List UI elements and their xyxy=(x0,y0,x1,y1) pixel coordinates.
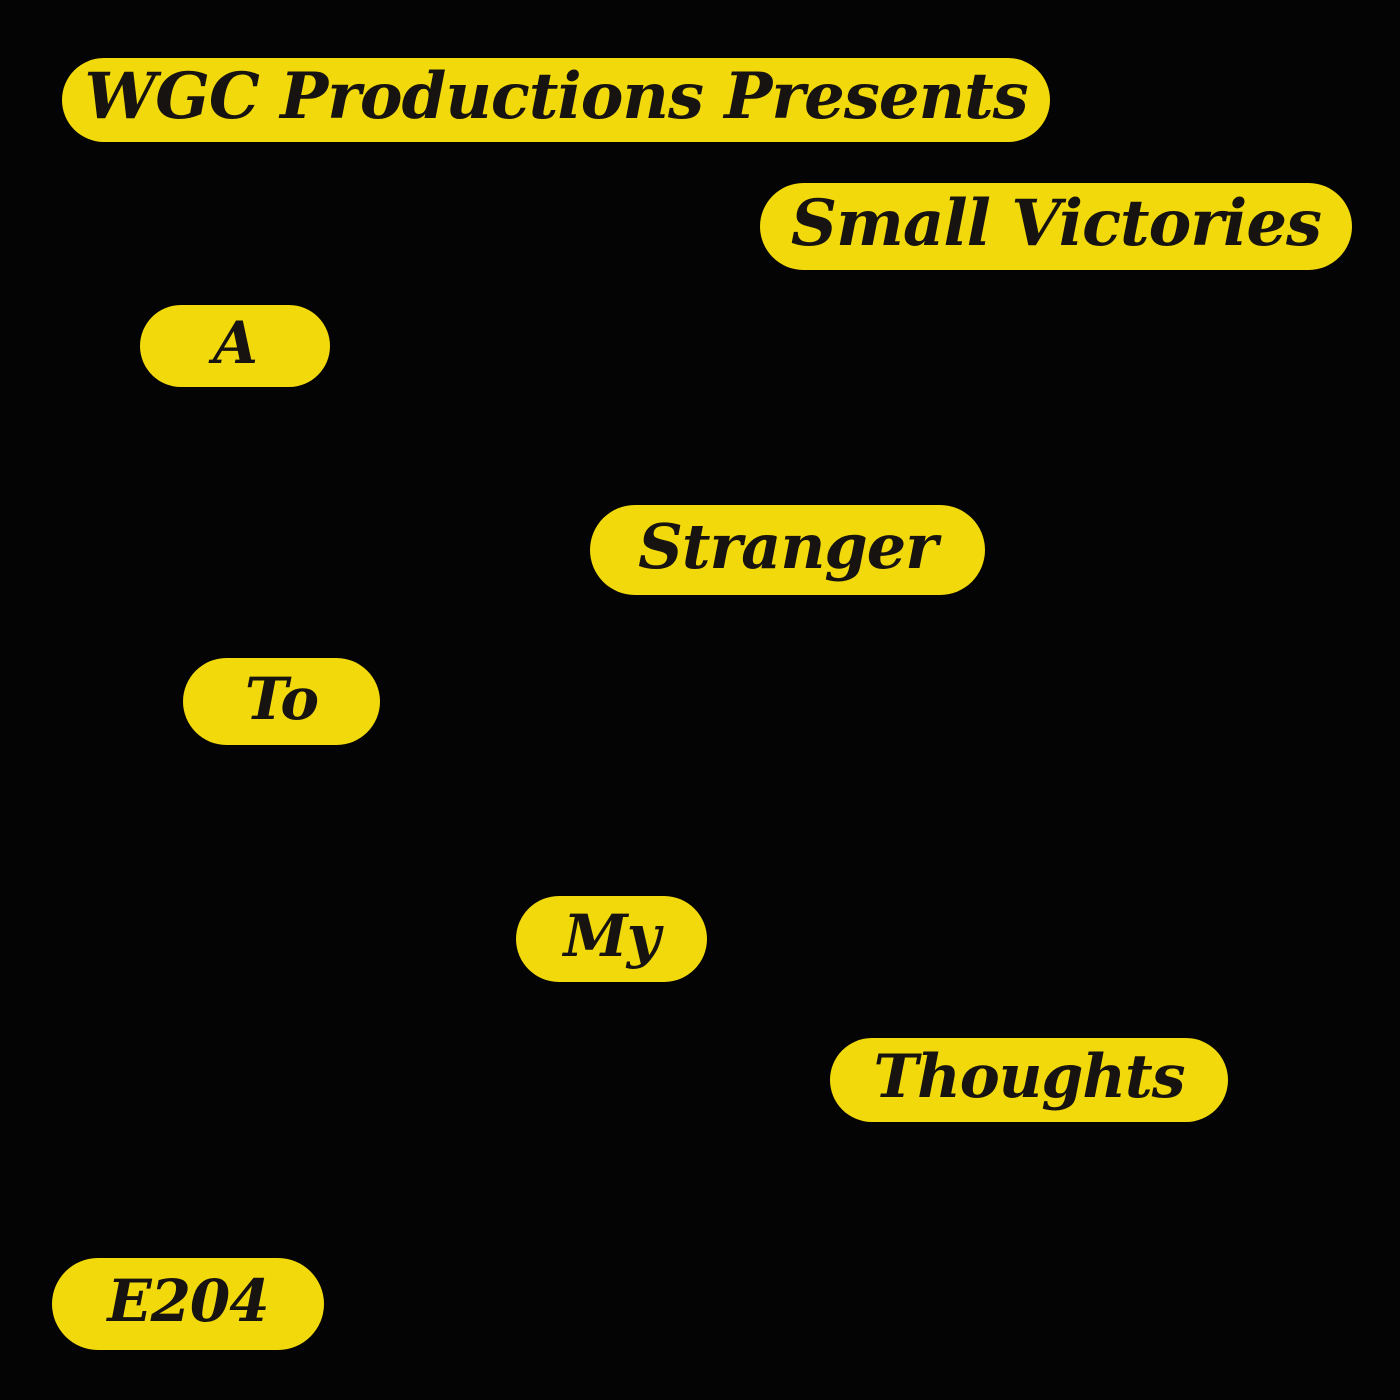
badge-production-presents: WGC Productions Presents xyxy=(62,58,1050,142)
badge-title-word-a: A xyxy=(140,305,330,387)
badge-show-title: Small Victories xyxy=(760,183,1352,270)
badge-title-word-thoughts: Thoughts xyxy=(830,1038,1228,1122)
badge-title-word-stranger: Stranger xyxy=(590,505,985,595)
badge-episode-number: E204 xyxy=(52,1258,324,1350)
badge-title-word-to: To xyxy=(183,658,380,745)
badge-title-word-my: My xyxy=(516,896,707,982)
